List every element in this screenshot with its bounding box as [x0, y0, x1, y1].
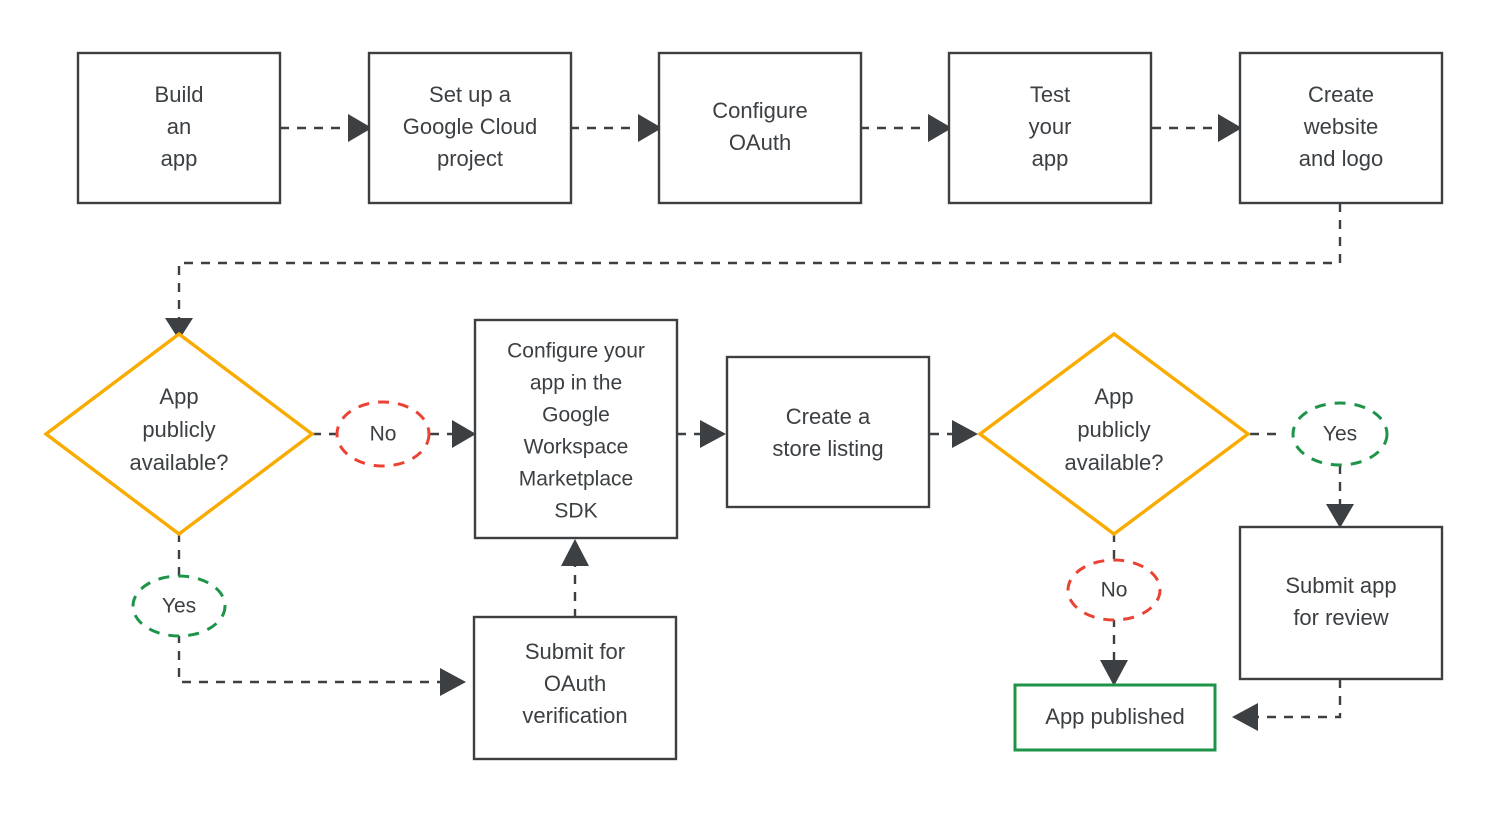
- edge-label-left-yes-text: Yes: [162, 595, 196, 618]
- connector-decision-left-no: [312, 420, 476, 448]
- node-test-your-app-line-1: Test: [1030, 82, 1070, 107]
- node-create-store-listing[interactable]: Create a store listing: [725, 355, 931, 509]
- node-sdk-line-5: Marketplace: [519, 468, 633, 491]
- node-create-website-and-logo-line-2: website: [1303, 114, 1379, 139]
- node-decision-left-line-3: available?: [129, 450, 228, 475]
- node-decision-app-publicly-available-left[interactable]: App publicly available?: [43, 331, 315, 537]
- connector-oauth-to-test: [860, 114, 952, 142]
- connector-oauth-verification-to-sdk: [561, 539, 589, 618]
- node-oauth-verification-line-1: Submit for: [525, 639, 625, 664]
- edge-label-right-yes-text: Yes: [1323, 423, 1357, 446]
- edge-label-left-yes: Yes: [131, 574, 227, 638]
- node-decision-right-line-1: App: [1094, 384, 1133, 409]
- connector-gcp-to-oauth: [570, 114, 662, 142]
- node-app-published-label: App published: [1045, 704, 1184, 729]
- node-test-your-app[interactable]: Test your app: [947, 51, 1153, 205]
- node-decision-left-line-1: App: [159, 384, 198, 409]
- node-setup-google-cloud-project-line-2: Google Cloud: [403, 114, 538, 139]
- node-build-an-app-line-2: an: [167, 114, 191, 139]
- node-test-your-app-line-2: your: [1029, 114, 1072, 139]
- edge-label-right-yes: Yes: [1291, 401, 1389, 467]
- connector-website-to-decision-left: [165, 203, 1342, 340]
- node-create-website-and-logo-line-3: and logo: [1299, 146, 1383, 171]
- connector-decision-right-yes: [1250, 432, 1354, 528]
- node-configure-app-in-marketplace-sdk[interactable]: Configure your app in the Google Workspa…: [473, 318, 679, 540]
- edge-label-right-no-text: No: [1101, 579, 1128, 602]
- node-setup-google-cloud-project[interactable]: Set up a Google Cloud project: [367, 51, 573, 205]
- node-setup-google-cloud-project-line-3: project: [437, 146, 503, 171]
- node-app-published[interactable]: App published: [1013, 683, 1217, 752]
- connector-review-to-published: [1232, 679, 1342, 731]
- node-submit-review-line-2: for review: [1293, 605, 1388, 630]
- node-sdk-line-6: SDK: [554, 500, 597, 523]
- edge-label-left-no: No: [335, 400, 431, 468]
- node-sdk-line-4: Workspace: [524, 436, 629, 459]
- node-sdk-line-1: Configure your: [507, 340, 645, 363]
- node-decision-app-publicly-available-right[interactable]: App publicly available?: [977, 331, 1251, 537]
- node-configure-oauth[interactable]: Configure OAuth: [657, 51, 863, 205]
- connector-test-to-website: [1152, 114, 1242, 142]
- node-create-website-and-logo-line-1: Create: [1308, 82, 1374, 107]
- node-oauth-verification-line-3: verification: [522, 703, 627, 728]
- connector-decision-right-no: [1100, 533, 1128, 686]
- node-decision-right-line-2: publicly: [1077, 417, 1150, 442]
- connector-sdk-to-store-listing: [677, 420, 726, 448]
- node-submit-app-for-review[interactable]: Submit app for review: [1238, 525, 1444, 681]
- edge-label-left-no-text: No: [370, 423, 397, 446]
- node-oauth-verification-line-2: OAuth: [544, 671, 606, 696]
- node-sdk-line-2: app in the: [530, 372, 622, 395]
- node-decision-right-line-3: available?: [1064, 450, 1163, 475]
- node-decision-left-line-2: publicly: [142, 417, 215, 442]
- node-create-website-and-logo[interactable]: Create website and logo: [1238, 51, 1444, 205]
- connector-decision-left-yes: [177, 533, 466, 696]
- node-submit-review-line-1: Submit app: [1285, 573, 1396, 598]
- connector-build-to-gcp: [280, 114, 372, 142]
- node-configure-oauth-line-2: OAuth: [729, 130, 791, 155]
- node-setup-google-cloud-project-line-1: Set up a: [429, 82, 512, 107]
- node-configure-oauth-line-1: Configure: [712, 98, 807, 123]
- node-store-listing-line-1: Create a: [786, 404, 871, 429]
- node-sdk-line-3: Google: [542, 404, 610, 427]
- node-test-your-app-line-3: app: [1032, 146, 1069, 171]
- node-build-an-app-line-1: Build: [155, 82, 204, 107]
- node-submit-for-oauth-verification[interactable]: Submit for OAuth verification: [472, 615, 678, 761]
- connector-store-listing-to-decision-right: [930, 420, 978, 448]
- node-store-listing-line-2: store listing: [772, 436, 883, 461]
- node-build-an-app[interactable]: Build an app: [76, 51, 282, 205]
- node-build-an-app-line-3: app: [161, 146, 198, 171]
- edge-label-right-no: No: [1066, 558, 1162, 622]
